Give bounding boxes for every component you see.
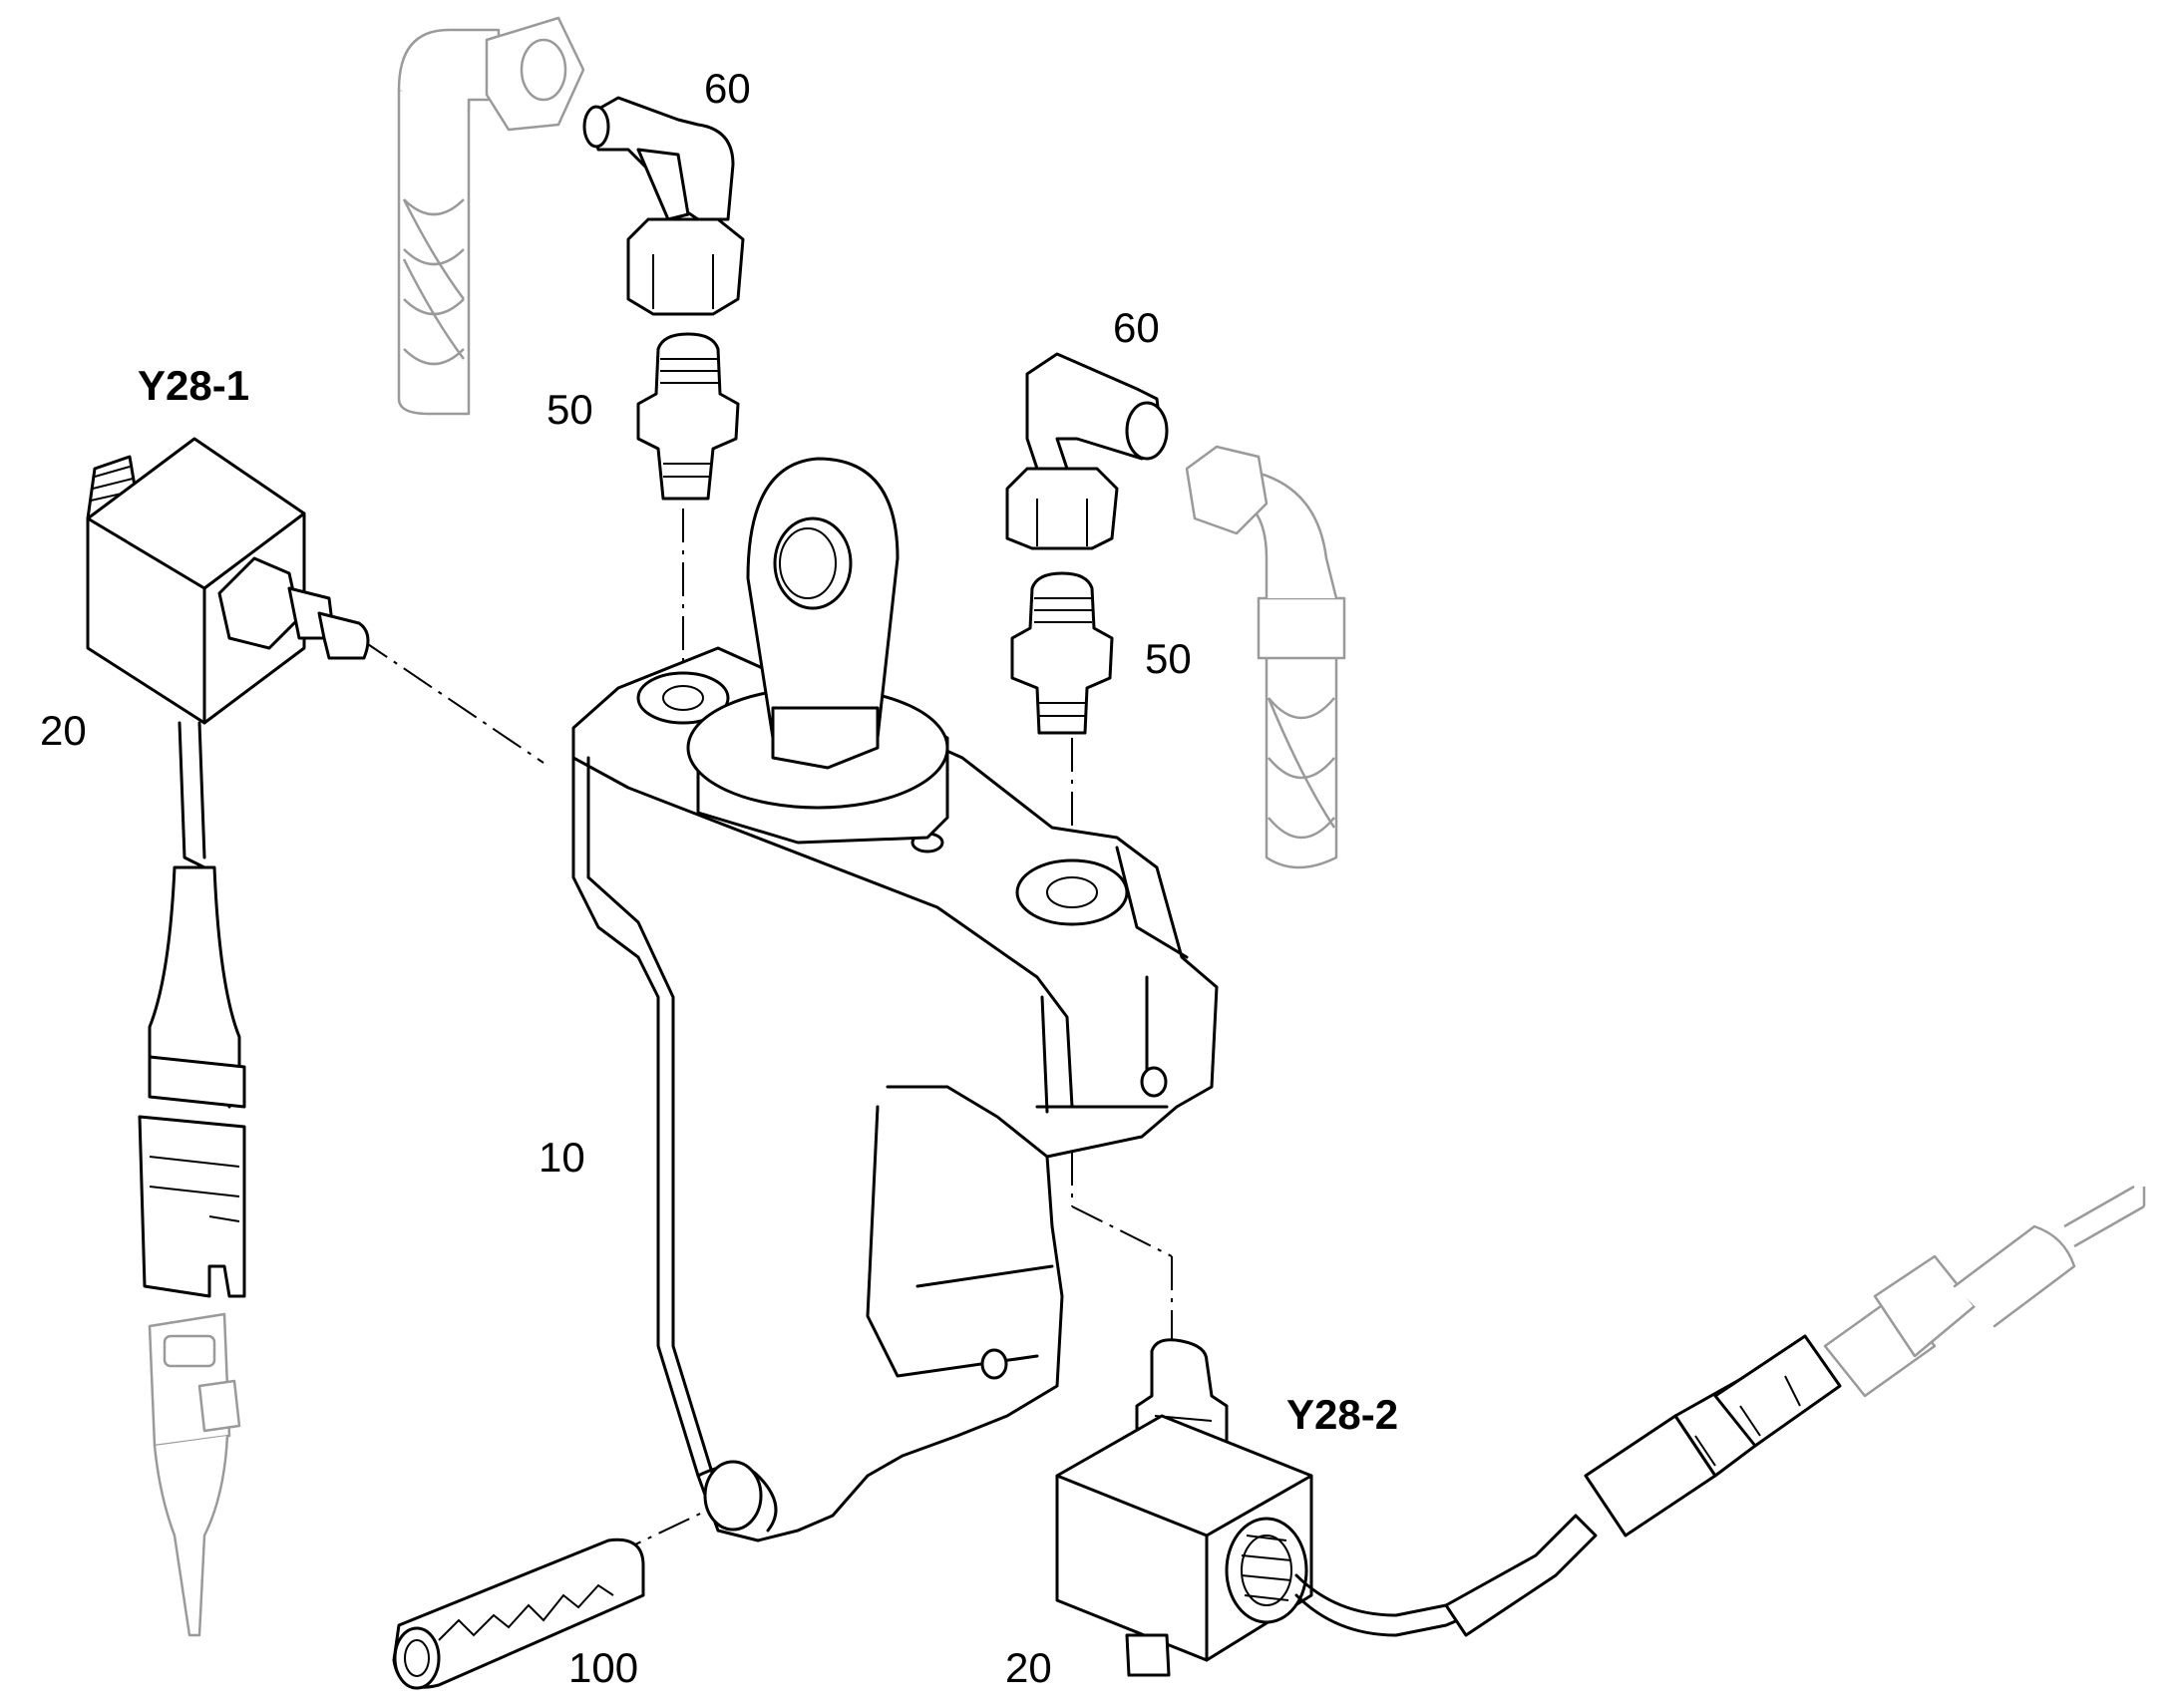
mating-plug-left: [148, 1312, 241, 1637]
callout-solenoid-num-top: 20: [40, 707, 87, 754]
callout-nipple-right: 50: [1145, 635, 1192, 682]
nipple-fitting-top: [636, 332, 740, 501]
hose-top-left: [397, 16, 585, 416]
callout-bracket: 10: [539, 1134, 585, 1181]
solenoid-y28-1: [86, 437, 370, 1298]
elbow-fitting-top: [582, 96, 745, 316]
mating-plug-right: [1823, 1185, 2146, 1398]
elbow-fitting-right: [1005, 352, 1169, 550]
callout-solenoid-y28-1: Y28-1: [138, 362, 250, 409]
callout-pin: 100: [568, 1644, 639, 1691]
hose-right: [1185, 445, 1346, 869]
pin: [392, 1537, 645, 1690]
callout-elbow-top: 60: [704, 65, 751, 112]
solenoid-y28-2: [1055, 1334, 1842, 1677]
callout-elbow-right: 60: [1113, 304, 1160, 351]
callout-solenoid-y28-2: Y28-2: [1286, 1391, 1399, 1438]
callout-nipple-left: 50: [546, 386, 593, 433]
bracket-body: [571, 646, 1219, 1542]
nipple-fitting-right: [1010, 571, 1114, 735]
callout-solenoid-num-bottom: 20: [1005, 1644, 1052, 1691]
eye-bolt: [686, 457, 949, 845]
